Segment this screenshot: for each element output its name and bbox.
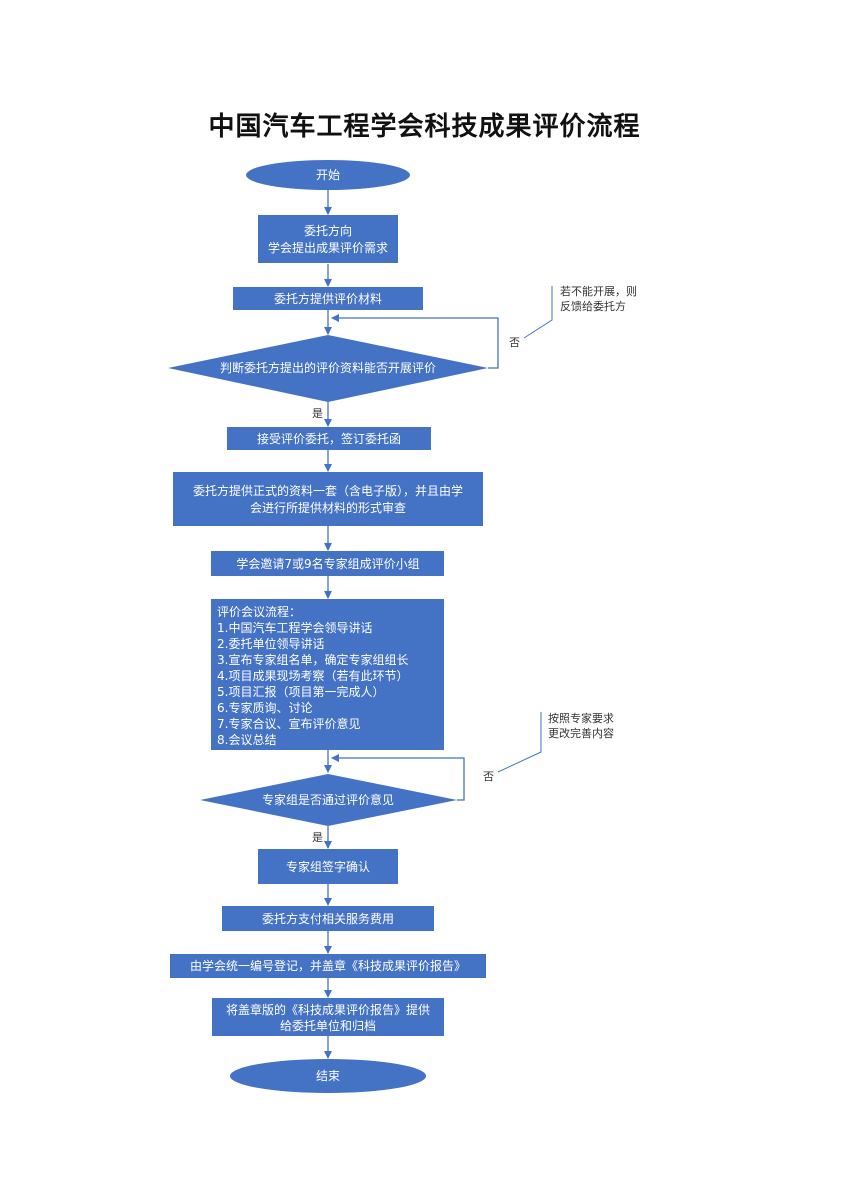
judge-decision-node: 判断委托方提出的评价资料能否开展评价 xyxy=(168,335,488,402)
formal-label-line2: 会进行所提供材料的形式审查 xyxy=(250,500,406,515)
arrow-decision-no-loop xyxy=(331,754,465,801)
register-node: 由学会统一编号登记，并盖章《科技成果评价报告》 xyxy=(170,954,486,978)
start-label: 开始 xyxy=(316,168,340,182)
meeting-line-1: 1.中国汽车工程学会领导讲话 xyxy=(217,620,372,635)
materials-node: 委托方提供评价材料 xyxy=(233,287,423,310)
fee-node: 委托方支付相关服务费用 xyxy=(222,906,434,931)
request-node: 委托方向 学会提出成果评价需求 xyxy=(258,215,398,263)
arrow-judge-no-loop xyxy=(331,314,499,369)
meeting-line-8: 8.会议总结 xyxy=(217,733,276,747)
end-node: 结束 xyxy=(230,1059,426,1093)
meeting-line-3: 3.宣布专家组名单，确定专家组组长 xyxy=(217,652,408,667)
materials-label: 委托方提供评价材料 xyxy=(274,291,382,306)
meeting-line-0: 评价会议流程： xyxy=(217,604,301,619)
no-label-1: 否 xyxy=(509,336,520,349)
yes-label-1: 是 xyxy=(312,407,323,420)
judge-label: 判断委托方提出的评价资料能否开展评价 xyxy=(220,360,436,375)
register-label: 由学会统一编号登记，并盖章《科技成果评价报告》 xyxy=(190,958,466,973)
invite-label: 学会邀请7或9名专家组成评价小组 xyxy=(236,556,419,571)
invite-experts-node: 学会邀请7或9名专家组成评价小组 xyxy=(211,551,444,576)
meeting-line-7: 7.专家合议、宣布评价意见 xyxy=(217,716,360,731)
note1-line1: 若不能开展，则 xyxy=(560,284,637,298)
decision-label: 专家组是否通过评价意见 xyxy=(262,792,394,807)
start-node: 开始 xyxy=(246,160,410,190)
meeting-line-6: 6.专家质询、讨论 xyxy=(217,700,312,715)
note1-line2: 反馈给委托方 xyxy=(560,299,626,313)
deliver-label-line1: 将盖章版的《科技成果评价报告》提供 xyxy=(226,1002,430,1017)
page-title: 中国汽车工程学会科技成果评价流程 xyxy=(208,112,641,142)
sign-label: 专家组签字确认 xyxy=(286,859,370,874)
accept-label: 接受评价委托，签订委托函 xyxy=(257,431,401,446)
deliver-label-line2: 给委托单位和归档 xyxy=(280,1018,376,1033)
sign-node: 专家组签字确认 xyxy=(258,849,398,884)
note2-line1: 按照专家要求 xyxy=(548,711,614,725)
end-label: 结束 xyxy=(316,1069,340,1083)
request-label-line1: 委托方向 xyxy=(304,223,352,238)
no-label-2: 否 xyxy=(483,770,494,783)
callout-note-2: 按照专家要求 更改完善内容 xyxy=(497,711,614,773)
expert-decision-node: 专家组是否通过评价意见 xyxy=(200,774,457,826)
meeting-line-2: 2.委托单位领导讲话 xyxy=(217,636,324,651)
meeting-line-5: 5.项目汇报（项目第一完成人） xyxy=(217,684,384,699)
deliver-node: 将盖章版的《科技成果评价报告》提供 给委托单位和归档 xyxy=(212,998,444,1036)
yes-label-2: 是 xyxy=(312,831,323,844)
formal-review-node: 委托方提供正式的资料一套（含电子版），并且由学 会进行所提供材料的形式审查 xyxy=(173,472,483,526)
request-label-line2: 学会提出成果评价需求 xyxy=(268,240,388,255)
meeting-line-4: 4.项目成果现场考察（若有此环节） xyxy=(217,669,408,683)
fee-label: 委托方支付相关服务费用 xyxy=(262,911,394,926)
note2-line2: 更改完善内容 xyxy=(548,726,614,740)
accept-node: 接受评价委托，签订委托函 xyxy=(227,427,431,450)
callout-note-1: 若不能开展，则 反馈给委托方 xyxy=(523,284,637,339)
formal-label-line1: 委托方提供正式的资料一套（含电子版），并且由学 xyxy=(193,483,463,498)
meeting-process-node: 评价会议流程： 1.中国汽车工程学会领导讲话 2.委托单位领导讲话 3.宣布专家… xyxy=(211,599,444,750)
connectors xyxy=(324,190,499,1059)
